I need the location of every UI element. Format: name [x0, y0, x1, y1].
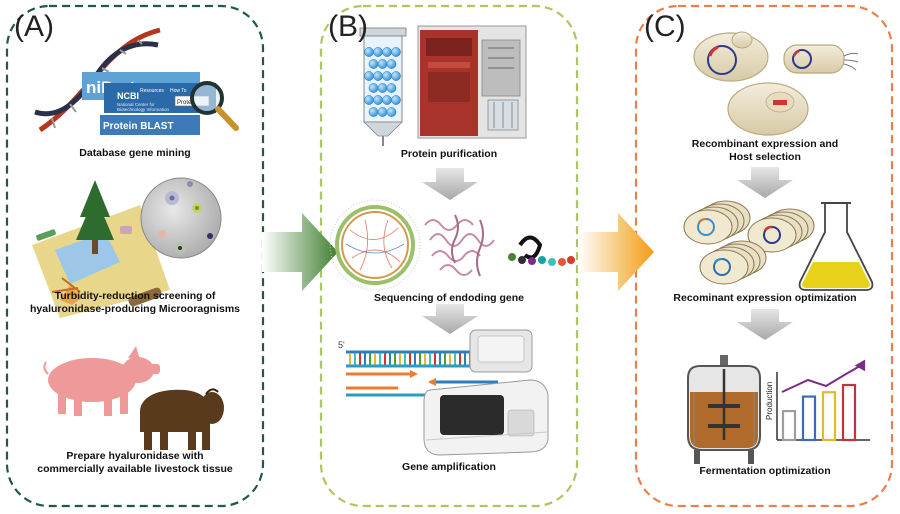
- resin-bead: [373, 71, 383, 81]
- resin-bead: [391, 47, 401, 57]
- screening-scene-icon: [32, 180, 170, 318]
- caption-database-gene-mining: Database gene mining: [20, 147, 250, 160]
- blast-banner-text: Protein BLAST: [103, 121, 174, 132]
- blast-banner: [100, 115, 200, 135]
- resin-bead: [364, 47, 374, 57]
- protein-purifier-icon: [417, 25, 527, 139]
- caption-line: Gene amplification: [402, 461, 496, 473]
- flask-icon: [798, 202, 874, 291]
- panel-a-label: (A): [14, 10, 54, 43]
- panel-c-label: (C): [644, 10, 686, 43]
- ncbi-select-value: Prote: [177, 100, 192, 106]
- resin-bead: [391, 95, 401, 105]
- primer-5-label: 5': [338, 340, 345, 350]
- genome-circle-icon: [329, 199, 421, 291]
- resin-bead: [377, 59, 388, 69]
- resin-bead: [382, 47, 392, 57]
- host-cell-2-icon: [783, 44, 859, 74]
- resin-bead: [368, 59, 379, 69]
- caption-line-2: Host selection: [729, 151, 801, 163]
- caption-turbidity-screening: Turbidity-reduction screening of hyaluro…: [14, 290, 256, 316]
- caption-livestock-tissue: Prepare hyaluronidase with commercially …: [14, 450, 256, 476]
- host-cell-1-icon: [693, 31, 769, 82]
- production-chart: Production: [765, 359, 870, 442]
- caption-line-2: commercially available livestock tissue: [37, 463, 233, 475]
- panel-b-label: (B): [328, 10, 368, 43]
- resin-bead: [373, 95, 383, 105]
- resin-bead: [391, 71, 401, 81]
- dna-helix-icon: [34, 27, 161, 133]
- pcr-machine-icon: [423, 329, 549, 456]
- ncbi-logo-text: NCBI: [117, 91, 139, 101]
- magnifier-icon: [190, 81, 239, 131]
- resin-bead: [377, 107, 388, 117]
- resin-bead: [368, 83, 379, 93]
- panel-c-border: [634, 4, 894, 508]
- caption-line-1: Turbidity-reduction screening of: [54, 290, 216, 302]
- resin-bead: [364, 71, 374, 81]
- caption-gene-amplification: Gene amplification: [330, 461, 568, 474]
- production-bar: [801, 395, 817, 442]
- trend-line: [781, 365, 861, 393]
- cell-stack-3-icon: [699, 240, 767, 285]
- ncbi-subtitle-2: Biotechnology Information: [117, 107, 170, 112]
- caption-line: Database gene mining: [79, 147, 191, 159]
- resin-bead: [364, 95, 374, 105]
- production-bar: [821, 391, 837, 442]
- down-arrow-c1: [737, 167, 793, 198]
- ncbi-subtitle-1: National Center for: [117, 102, 155, 107]
- resin-bead: [386, 107, 397, 117]
- resin-bead: [386, 59, 397, 69]
- bison-icon: [140, 388, 224, 450]
- cell-stack-2-icon: [747, 208, 815, 253]
- arrow-a-to-b: [262, 213, 338, 291]
- pig-icon: [43, 346, 160, 416]
- panel-b-border: [319, 4, 579, 508]
- production-bar: [781, 409, 797, 442]
- caption-protein-purification: Protein purification: [330, 148, 568, 161]
- caption-line: Fermentation optimization: [699, 465, 831, 477]
- resin-bead: [377, 83, 388, 93]
- caption-line: Protein purification: [400, 148, 498, 160]
- bead-chain-icon: [508, 235, 575, 266]
- down-arrow-b1: [422, 168, 478, 200]
- protein-structure-icon: [424, 214, 495, 277]
- resin-bead: [382, 71, 392, 81]
- ncbi-tab-resources: Resources: [140, 88, 164, 94]
- caption-line: Recominant expression optimization: [673, 292, 857, 304]
- caption-line-1: Prepare hyaluronidase with: [66, 450, 204, 462]
- fermenter-icon: [687, 355, 761, 464]
- resin-bead: [373, 47, 383, 57]
- production-bar: [841, 383, 857, 442]
- caption-recombinant-expression: Recombinant expression and Host selectio…: [646, 138, 884, 164]
- caption-fermentation-optimization: Fermentation optimization: [646, 465, 884, 478]
- arrow-b-to-c: [578, 213, 654, 291]
- resin-bead: [368, 107, 379, 117]
- cell-stack-1-icon: [683, 200, 751, 245]
- resin-bead: [382, 95, 392, 105]
- chart-ylabel: Production: [765, 382, 774, 420]
- resin-bead: [386, 83, 397, 93]
- caption-line: Sequencing of endoding gene: [374, 292, 524, 304]
- caption-line-1: Recombinant expression and: [691, 138, 839, 150]
- primer-strands-icon: 5' 3': [338, 340, 507, 397]
- ncbi-tab-howto: How To: [170, 88, 187, 94]
- caption-expression-optimization: Recominant expression optimization: [646, 292, 884, 305]
- trend-arrowhead: [854, 359, 866, 372]
- down-arrow-c2: [737, 309, 793, 340]
- down-arrow-b2: [422, 304, 478, 334]
- host-cell-3-icon: [727, 82, 809, 136]
- petri-dish-icon: [140, 177, 222, 259]
- caption-line-2: hyaluronidase-producing Microoragnisms: [29, 303, 241, 315]
- chromatography-column-icon: [359, 27, 407, 146]
- caption-sequencing: Sequencing of endoding gene: [330, 292, 568, 305]
